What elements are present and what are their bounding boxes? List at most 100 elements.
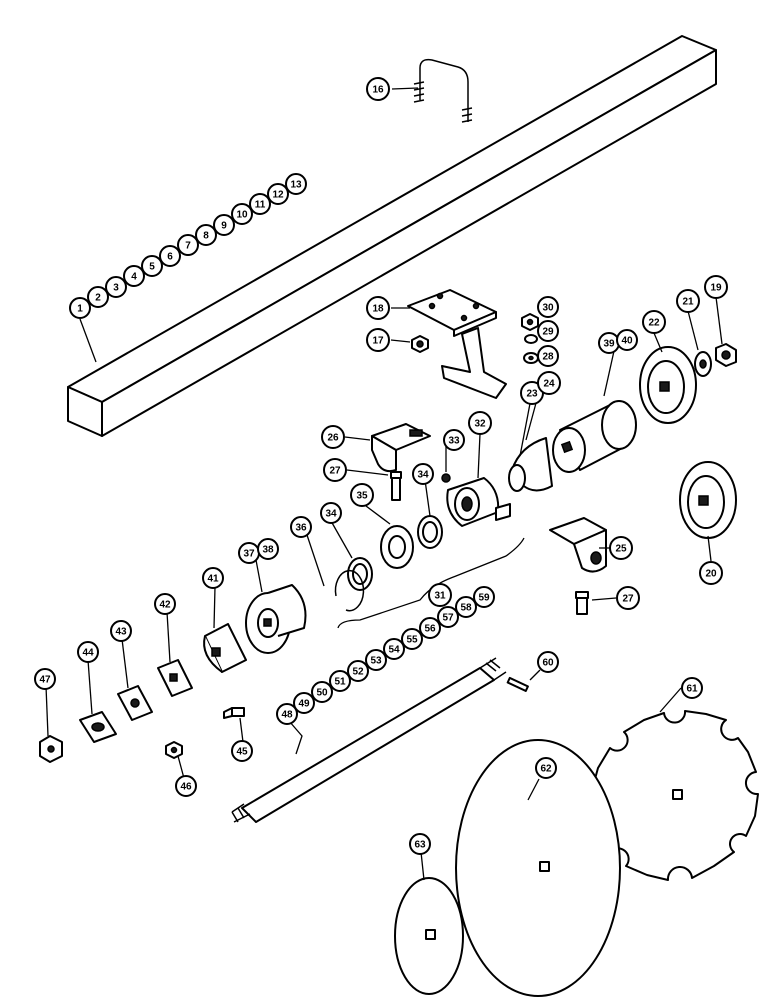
callout-12: 12 xyxy=(267,183,289,205)
callout-53: 53 xyxy=(365,649,387,671)
svg-text:38: 38 xyxy=(262,545,274,556)
svg-text:6: 6 xyxy=(167,252,173,263)
callout-62: 62 xyxy=(535,757,557,779)
bearing-bracket-25 xyxy=(549,517,607,573)
callout-1: 1 xyxy=(69,297,91,319)
svg-text:47: 47 xyxy=(39,675,51,686)
callout-59: 59 xyxy=(473,586,495,608)
callout-16: 16 xyxy=(366,77,390,101)
bearing-35 xyxy=(380,525,414,569)
svg-text:49: 49 xyxy=(298,699,310,710)
callout-26: 26 xyxy=(321,425,345,449)
svg-text:25: 25 xyxy=(615,544,627,555)
callout-23: 23 xyxy=(520,381,544,405)
svg-text:34: 34 xyxy=(417,470,429,481)
callout-31: 31 xyxy=(428,583,452,607)
callout-50: 50 xyxy=(311,681,333,703)
svg-text:54: 54 xyxy=(388,645,400,656)
svg-text:44: 44 xyxy=(82,648,94,659)
svg-text:27: 27 xyxy=(329,466,341,477)
flat-washer-28 xyxy=(523,352,539,364)
callout-48: 48 xyxy=(276,703,298,725)
svg-text:29: 29 xyxy=(542,327,554,338)
callout-27a: 27 xyxy=(323,458,347,482)
bearing-bracket-26 xyxy=(371,423,431,473)
callout-34b: 34 xyxy=(320,502,342,524)
nut-46 xyxy=(165,741,183,759)
callout-51: 51 xyxy=(329,670,351,692)
svg-text:16: 16 xyxy=(372,85,384,96)
bolt-27-upper xyxy=(390,471,402,501)
svg-text:30: 30 xyxy=(542,303,554,314)
callout-35: 35 xyxy=(350,483,374,507)
callout-63: 63 xyxy=(409,833,431,855)
svg-text:5: 5 xyxy=(149,262,155,273)
callout-40: 40 xyxy=(616,329,638,351)
svg-text:4: 4 xyxy=(131,272,137,283)
snap-ring xyxy=(334,569,365,612)
callout-43: 43 xyxy=(110,620,132,642)
svg-text:40: 40 xyxy=(621,336,633,347)
leader-lines xyxy=(45,87,723,881)
callout-11: 11 xyxy=(249,193,271,215)
svg-text:34: 34 xyxy=(325,509,337,520)
spacer-spool-22 xyxy=(639,346,697,424)
callout-2: 2 xyxy=(87,286,109,308)
callout-56: 56 xyxy=(419,617,441,639)
svg-text:18: 18 xyxy=(372,304,384,315)
svg-text:2: 2 xyxy=(95,293,101,304)
gang-bar-tube xyxy=(67,35,717,437)
cone-spacer xyxy=(508,437,553,492)
callout-52: 52 xyxy=(347,660,369,682)
callout-60: 60 xyxy=(537,651,559,673)
svg-text:46: 46 xyxy=(180,782,192,793)
callout-47: 47 xyxy=(34,668,56,690)
svg-text:24: 24 xyxy=(543,379,555,390)
callout-41: 41 xyxy=(202,567,224,589)
callout-8: 8 xyxy=(195,224,217,246)
callout-39: 39 xyxy=(598,332,620,354)
svg-text:39: 39 xyxy=(603,339,615,350)
u-bolt xyxy=(413,58,473,123)
callout-18: 18 xyxy=(366,296,390,320)
bearing-housing xyxy=(446,477,511,527)
seal-ring-34a xyxy=(417,515,443,549)
svg-text:1: 1 xyxy=(77,304,83,315)
grease-fitting xyxy=(441,473,451,483)
svg-text:45: 45 xyxy=(236,747,248,758)
plain-disc xyxy=(455,739,621,997)
svg-text:11: 11 xyxy=(255,200,266,211)
hex-nut-17 xyxy=(411,335,429,353)
svg-text:48: 48 xyxy=(281,710,293,721)
svg-text:59: 59 xyxy=(478,593,490,604)
svg-text:55: 55 xyxy=(406,635,418,646)
notched-disc xyxy=(591,710,759,881)
svg-text:20: 20 xyxy=(705,569,717,580)
svg-text:33: 33 xyxy=(448,436,460,447)
end-spool-20 xyxy=(679,461,737,539)
callout-13: 13 xyxy=(285,173,307,195)
svg-text:17: 17 xyxy=(372,336,384,347)
callout-45: 45 xyxy=(231,740,253,762)
callout-9: 9 xyxy=(213,214,235,236)
svg-text:28: 28 xyxy=(542,352,554,363)
callout-6: 6 xyxy=(159,245,181,267)
callout-29: 29 xyxy=(537,320,559,342)
svg-text:23: 23 xyxy=(526,389,538,400)
svg-text:52: 52 xyxy=(352,667,364,678)
callout-49: 49 xyxy=(293,692,315,714)
bolt-27-lower xyxy=(575,591,589,615)
callout-5: 5 xyxy=(141,255,163,277)
svg-text:51: 51 xyxy=(334,677,346,688)
callout-33: 33 xyxy=(443,429,465,451)
lock-nut-30 xyxy=(521,313,539,331)
callout-24: 24 xyxy=(537,371,561,395)
svg-text:53: 53 xyxy=(370,656,382,667)
svg-text:9: 9 xyxy=(221,221,227,232)
callout-44: 44 xyxy=(77,641,99,663)
bearing-cap xyxy=(245,584,307,654)
callout-28: 28 xyxy=(537,345,559,367)
svg-text:31: 31 xyxy=(434,591,446,602)
callout-30: 30 xyxy=(537,296,559,318)
